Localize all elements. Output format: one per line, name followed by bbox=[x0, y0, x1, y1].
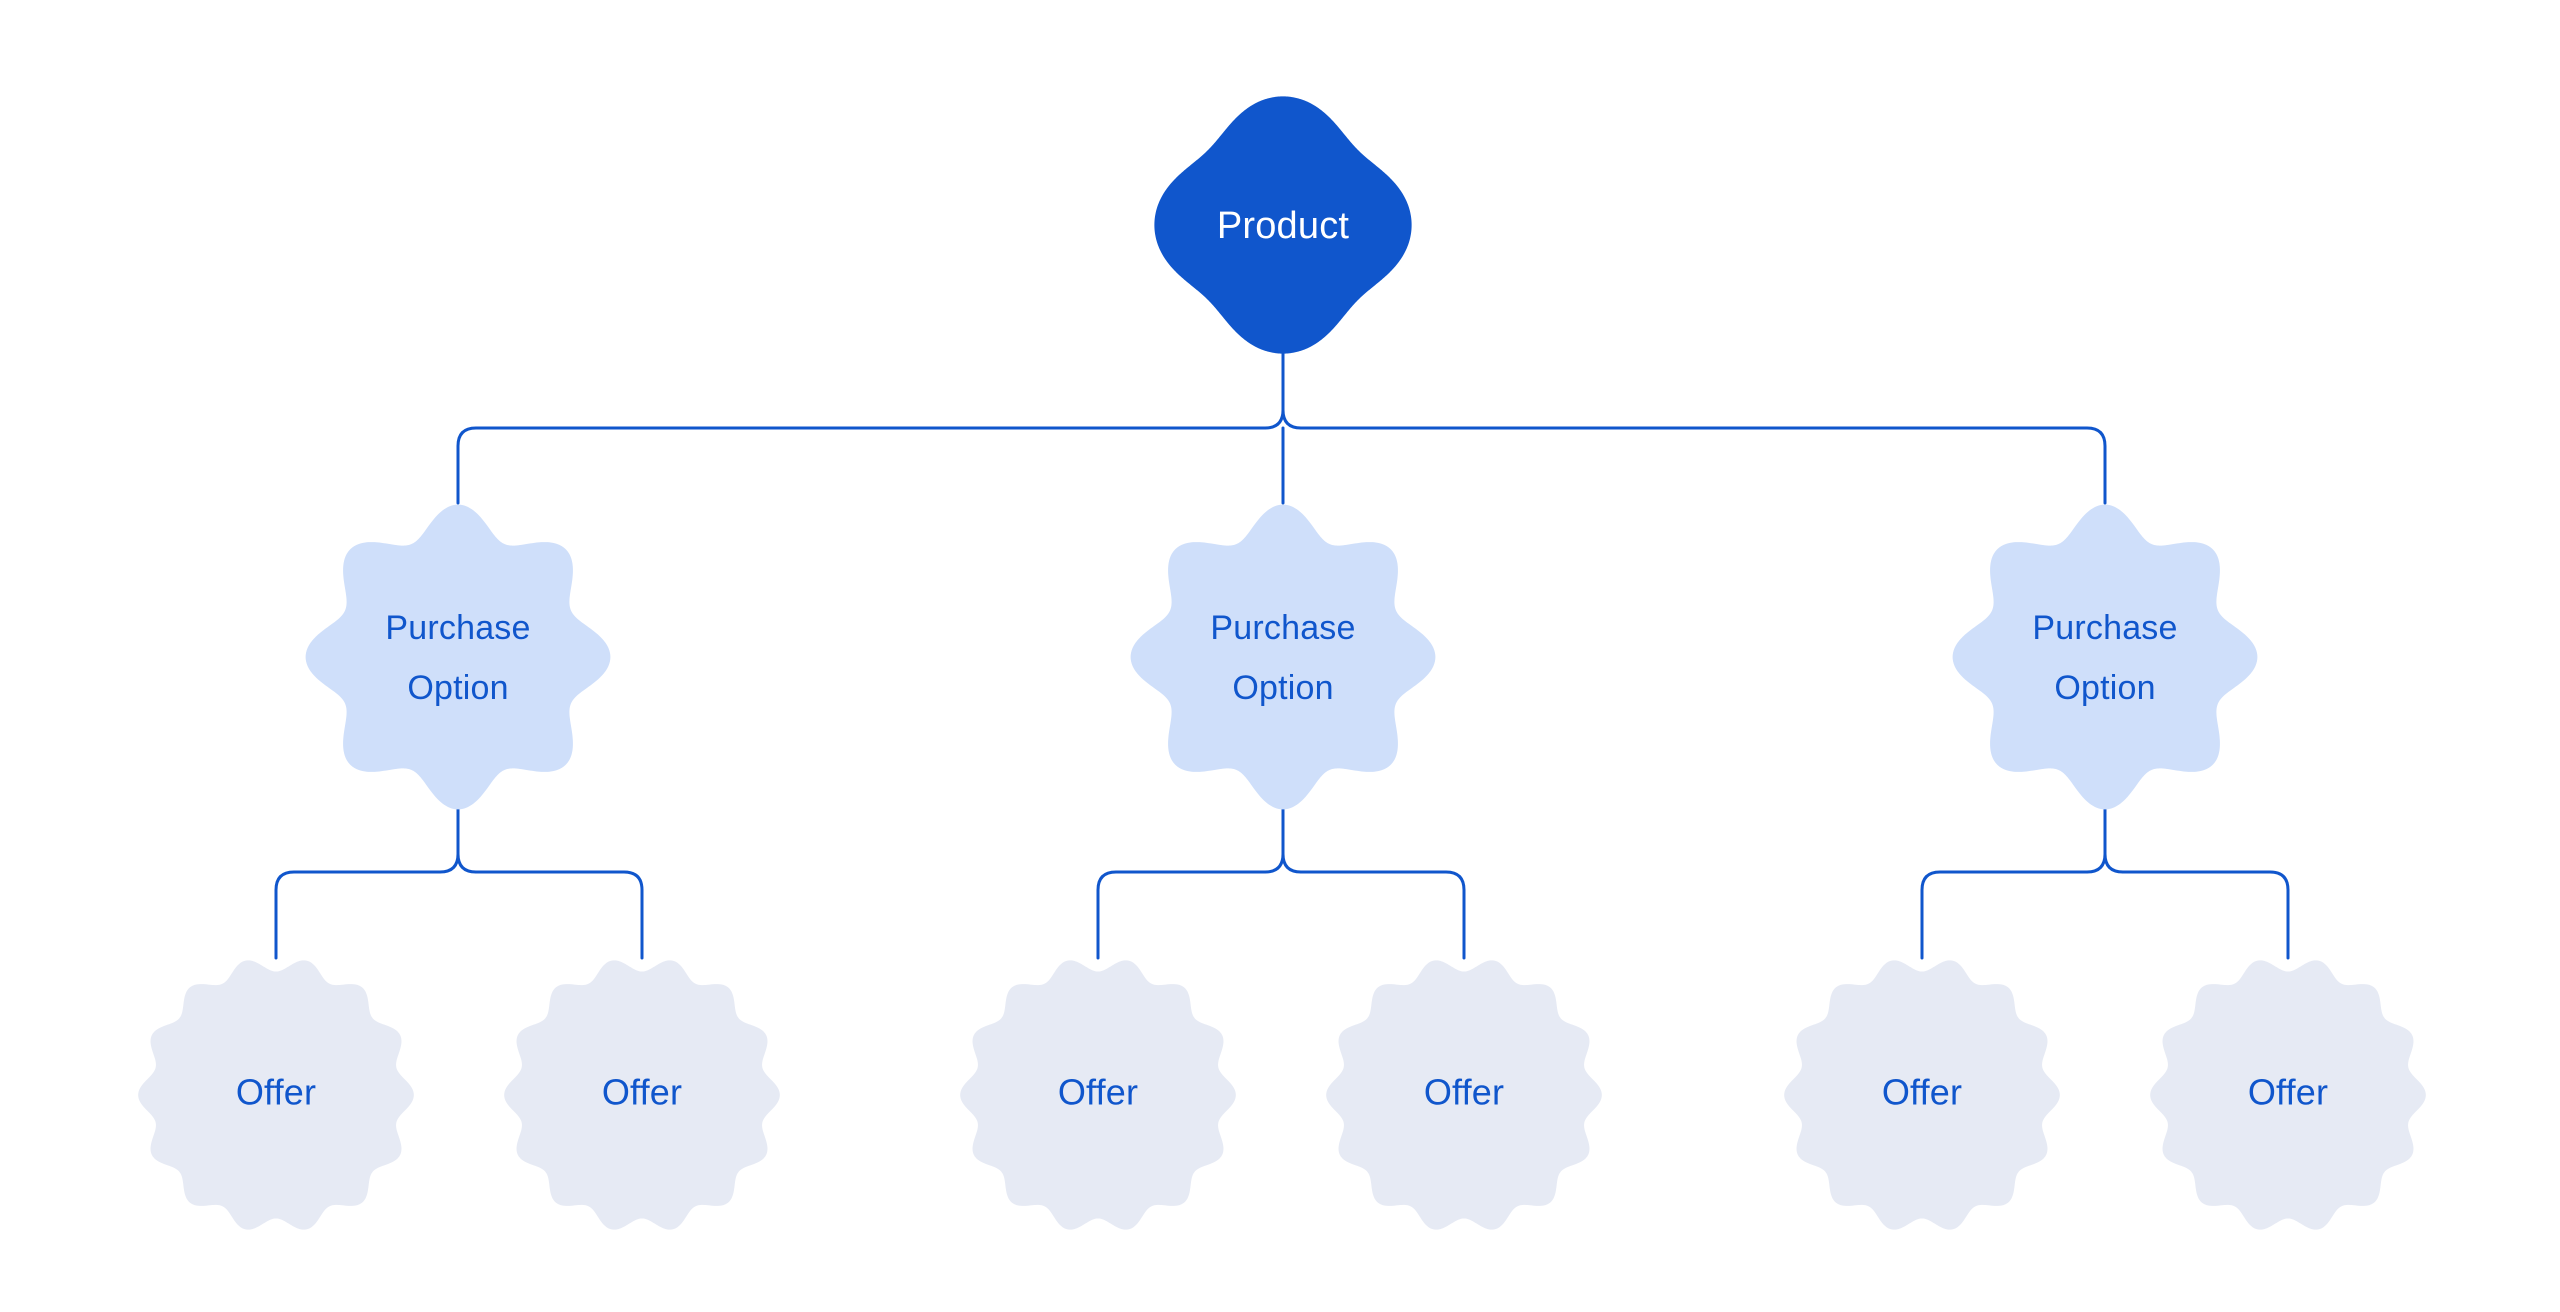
connector-option3-stem-left bbox=[2085, 852, 2107, 874]
offer-1-label: Offer bbox=[236, 1072, 316, 1113]
labels-layer: Product Purchase Option Purchase Option … bbox=[236, 205, 2328, 1112]
connector-group-option-3 bbox=[1920, 793, 2290, 960]
offer-node-1[interactable] bbox=[138, 960, 414, 1230]
connector-option2-to-offer4 bbox=[1299, 870, 1466, 960]
purchase-option-2-label-line1: Purchase bbox=[1210, 609, 1355, 647]
purchase-option-node-3[interactable] bbox=[1952, 504, 2258, 810]
purchase-option-node-2[interactable] bbox=[1130, 504, 1436, 810]
connector-bus-tier1-left bbox=[456, 426, 1267, 505]
offer-node-3[interactable] bbox=[960, 960, 1236, 1230]
purchase-option-2-label-line2: Option bbox=[1232, 669, 1333, 707]
product-node[interactable] bbox=[1154, 96, 1412, 354]
offer-4-label: Offer bbox=[1424, 1072, 1504, 1113]
purchase-option-1-label-line1: Purchase bbox=[385, 609, 530, 647]
nodes-layer bbox=[138, 96, 2426, 1230]
connector-option3-to-offer5 bbox=[1920, 870, 2089, 960]
connector-option1-to-offer2 bbox=[474, 870, 644, 960]
product-node-label: Product bbox=[1217, 205, 1350, 247]
offer-2-label: Offer bbox=[602, 1072, 682, 1113]
connector-option3-to-offer6 bbox=[2121, 870, 2290, 960]
purchase-option-3-label-line1: Purchase bbox=[2032, 609, 2177, 647]
connector-group-option-2 bbox=[1096, 793, 1466, 960]
connector-group-tier1 bbox=[456, 350, 2107, 505]
offer-node-5[interactable] bbox=[1784, 960, 2060, 1230]
purchase-option-node-1[interactable] bbox=[305, 504, 611, 810]
connector-bus-tier1-right bbox=[1299, 426, 2107, 505]
connector-option1-stem-left bbox=[438, 852, 460, 874]
offer-5-label: Offer bbox=[1882, 1072, 1962, 1113]
purchase-option-1-label-line2: Option bbox=[407, 669, 508, 707]
offer-6-label: Offer bbox=[2248, 1072, 2328, 1113]
connector-option2-to-offer3 bbox=[1096, 870, 1267, 960]
offer-3-label: Offer bbox=[1058, 1072, 1138, 1113]
connector-product-stem bbox=[1281, 350, 1303, 430]
purchase-option-3-label-line2: Option bbox=[2054, 669, 2155, 707]
offer-node-4[interactable] bbox=[1326, 960, 1602, 1230]
connector-option1-to-offer1 bbox=[274, 870, 442, 960]
connector-option2-stem-left bbox=[1263, 852, 1285, 874]
connector-group-option-1 bbox=[274, 793, 644, 960]
connector-product-stem-left bbox=[1263, 408, 1285, 430]
offer-node-6[interactable] bbox=[2150, 960, 2426, 1230]
offer-node-2[interactable] bbox=[504, 960, 780, 1230]
